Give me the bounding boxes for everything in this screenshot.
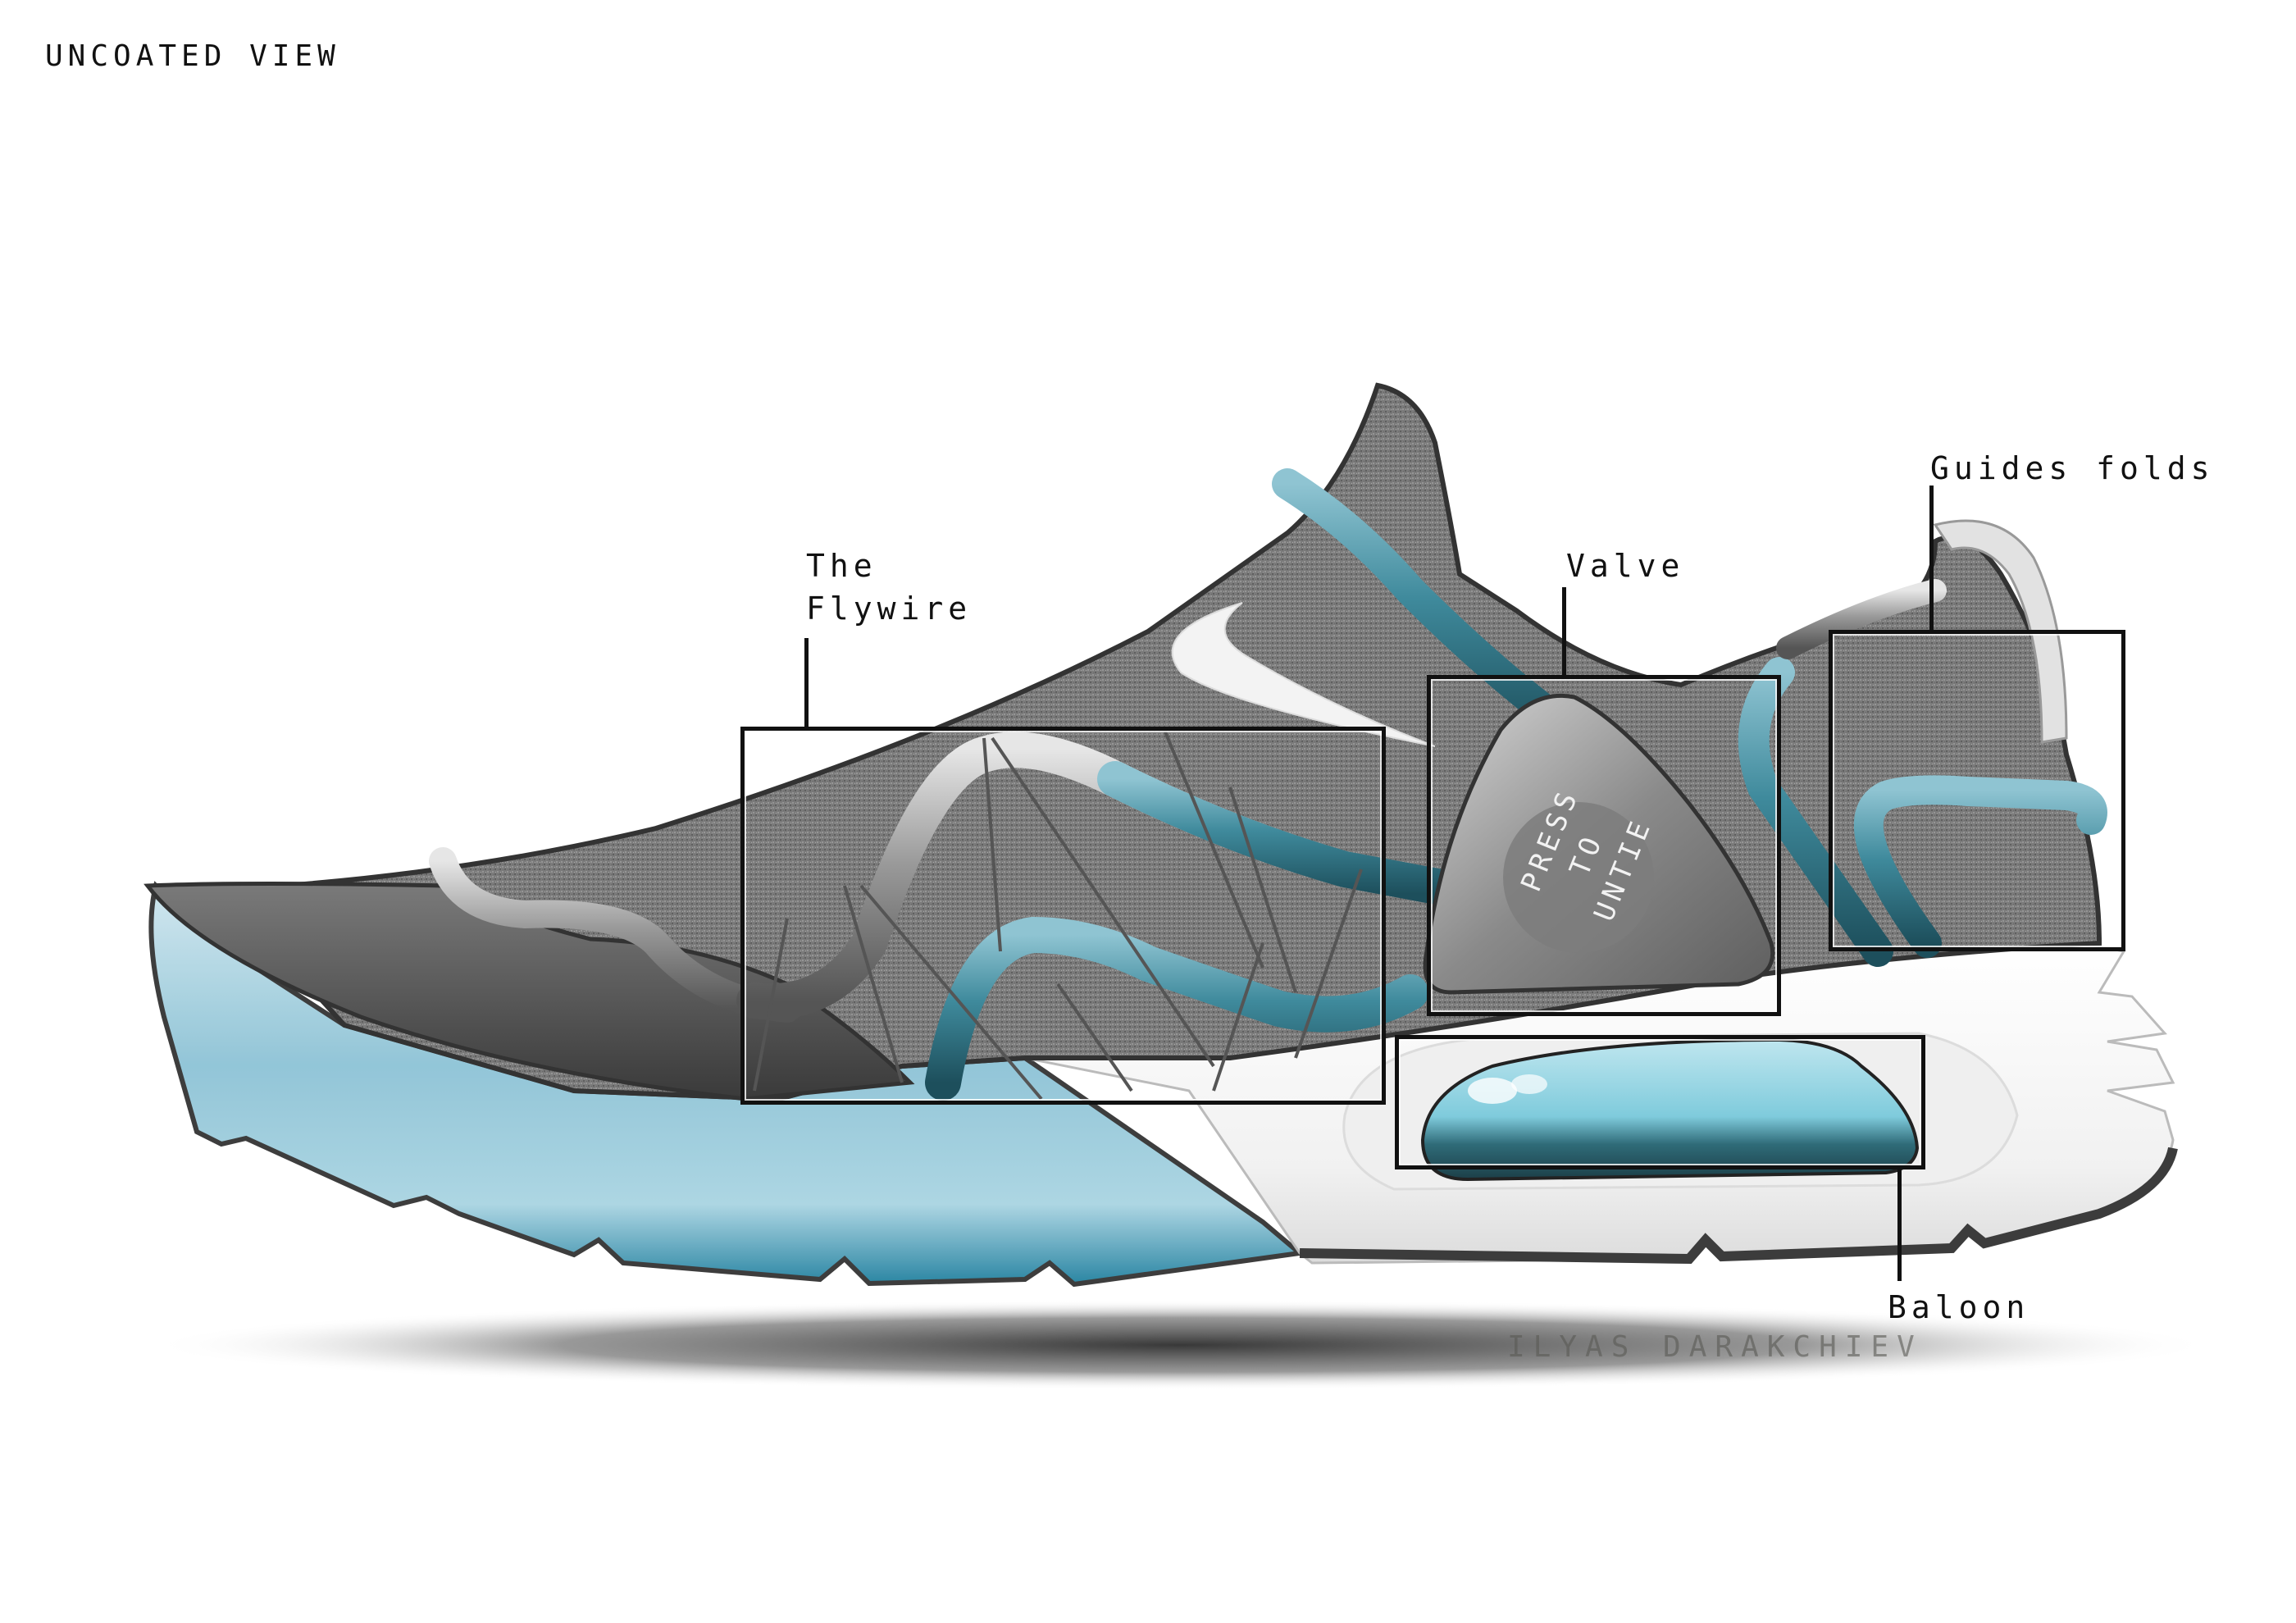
heel-pull-tab — [1933, 519, 2068, 744]
callout-leader-valve — [1562, 587, 1566, 679]
page-title: UNCOATED VIEW — [45, 39, 340, 73]
heel-tube-guide — [1853, 775, 2107, 958]
callout-box-flywire — [740, 727, 1386, 1105]
callout-label-balloon: Baloon — [1888, 1289, 2030, 1325]
forefoot-sole — [148, 881, 1306, 1288]
callout-label-valve: Valve — [1566, 548, 1685, 584]
callout-box-valve — [1427, 675, 1781, 1016]
flywire-tube-lower — [925, 916, 1428, 1101]
callout-box-guides-folds — [1829, 630, 2125, 951]
heel-tube-diagonal — [1738, 657, 1893, 967]
artist-signature: ILYAS DARAKCHIEV — [1507, 1330, 1923, 1364]
toe-tube — [429, 847, 801, 1023]
callout-box-balloon — [1395, 1035, 1925, 1169]
valve-button — [1503, 802, 1654, 953]
flywire-tube-upper-teal — [1097, 761, 1494, 912]
air-balloon — [1420, 1037, 1920, 1182]
callout-leader-balloon — [1897, 1168, 1902, 1281]
swoosh-icon — [1171, 602, 1436, 747]
callout-leader-guides-folds — [1929, 486, 1934, 633]
flywire-cables — [753, 729, 1363, 1101]
callout-label-flywire: The Flywire — [806, 548, 973, 627]
outsole-edge — [1299, 1147, 2178, 1265]
callout-leader-flywire — [804, 638, 809, 730]
heel-tube-top — [1776, 579, 1947, 659]
ground-shadow — [148, 1300, 2214, 1390]
callout-label-guides-folds: Guides folds — [1930, 450, 2215, 486]
